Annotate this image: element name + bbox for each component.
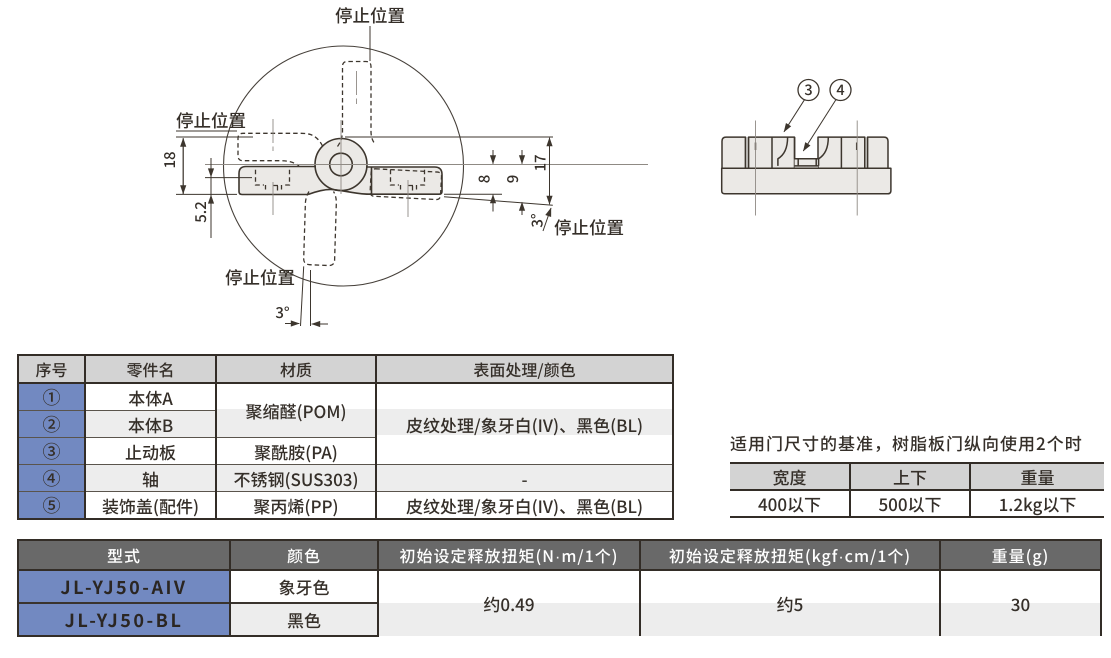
- svg-text:3°: 3°: [527, 213, 548, 228]
- svg-text:停止位置: 停止位置: [554, 215, 624, 240]
- svg-text:停止位置: 停止位置: [225, 265, 295, 290]
- svg-text:停止位置: 停止位置: [335, 3, 405, 28]
- svg-text:18: 18: [159, 151, 180, 168]
- svg-text:9: 9: [502, 175, 523, 184]
- svg-text:8: 8: [474, 175, 495, 184]
- svg-text:3: 3: [804, 79, 812, 100]
- svg-text:17: 17: [530, 154, 551, 171]
- svg-text:3°: 3°: [275, 302, 290, 323]
- svg-text:4: 4: [836, 79, 844, 100]
- svg-text:停止位置: 停止位置: [176, 108, 246, 133]
- svg-text:5.2: 5.2: [190, 201, 211, 223]
